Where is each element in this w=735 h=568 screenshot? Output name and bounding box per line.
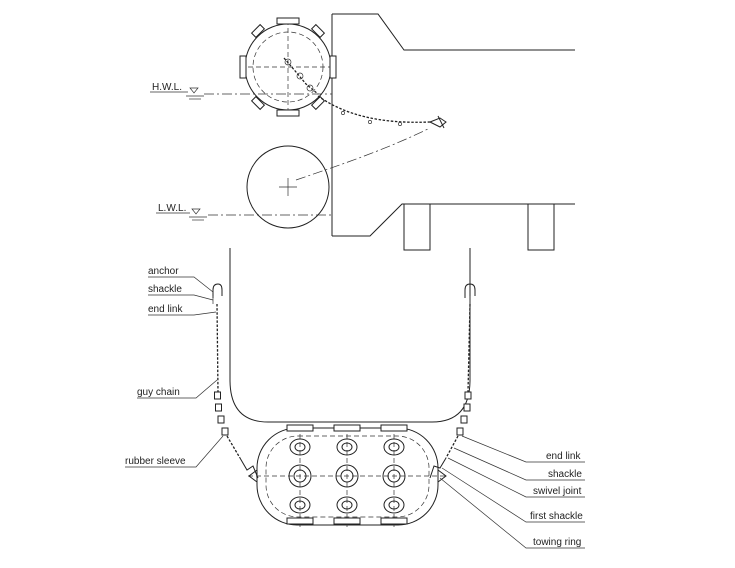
- guy-chain-right: [429, 303, 472, 479]
- hwl-label: H.W.L.: [152, 82, 182, 93]
- fender-loop-outline: [229, 248, 471, 423]
- label-guy-chain: guy chain: [137, 387, 180, 398]
- mooring-chain-top: [317, 95, 447, 129]
- label-shackle-right: shackle: [548, 469, 582, 480]
- lwl-label: L.W.L.: [158, 203, 186, 214]
- label-rubber-sleeve: rubber sleeve: [125, 456, 186, 467]
- anchor-right: [464, 283, 476, 304]
- guy-chain-left: [214, 303, 259, 479]
- label-shackle-left: shackle: [148, 284, 182, 295]
- fender-end-view-high: [239, 17, 337, 117]
- water-level-marks: H.W.L. L.W.L.: [150, 82, 332, 221]
- quay-structure: [331, 13, 575, 251]
- label-end-link-left: end link: [148, 304, 183, 315]
- left-labels: anchor shackle end link guy chain rubber…: [125, 266, 224, 468]
- label-end-link-right: end link: [546, 451, 581, 462]
- fender-end-view-low: [246, 127, 431, 229]
- right-labels: end link shackle swivel joint first shac…: [439, 435, 585, 549]
- fender-rings: [288, 438, 406, 514]
- fender-side-view: [248, 424, 447, 527]
- label-first-shackle: first shackle: [530, 511, 583, 522]
- label-towing-ring: towing ring: [533, 537, 581, 548]
- anchor-left: [212, 283, 223, 304]
- label-anchor: anchor: [148, 266, 179, 277]
- label-swivel-joint: swivel joint: [533, 486, 582, 497]
